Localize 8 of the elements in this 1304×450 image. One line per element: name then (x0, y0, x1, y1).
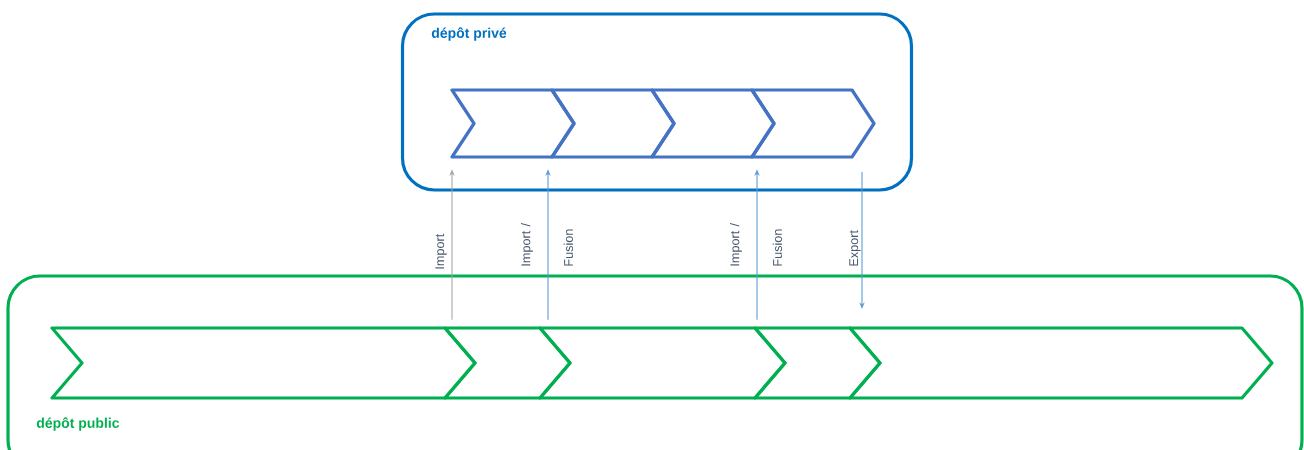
edge-label: Import (435, 233, 447, 269)
edge-label: Import / Fusion (730, 223, 782, 266)
repository-box: dépôt public (6, 274, 1304, 450)
chevron-shape (750, 88, 876, 159)
chevron-shape (848, 326, 1274, 400)
edge-label: Import / Fusion (521, 223, 573, 266)
repository-box: dépôt privé (400, 12, 914, 192)
edge-label: Export (849, 230, 861, 266)
